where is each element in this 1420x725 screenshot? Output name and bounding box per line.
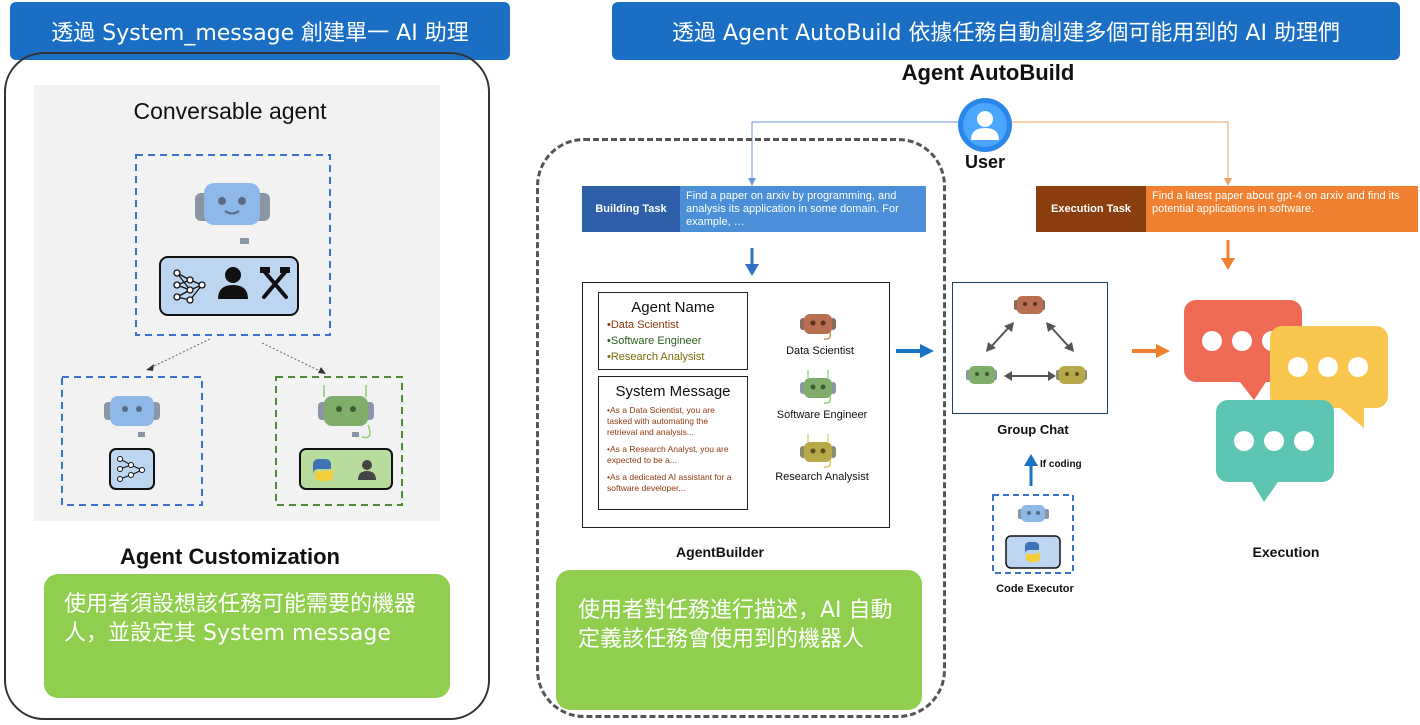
- robot-icon-data-scientist: [800, 314, 836, 340]
- agentbuilder-label: AgentBuilder: [676, 544, 764, 560]
- system-message-title: System Message: [615, 383, 731, 400]
- building-task-label: Building Task: [582, 186, 680, 232]
- system-message-item: •As a dedicated AI assistant for a softw…: [607, 472, 732, 493]
- robot-icon-chat-left: [966, 366, 997, 384]
- system-message-item: •As a Research Analyst, you are expected…: [607, 444, 729, 465]
- chat-bubble-icon: [1216, 400, 1334, 502]
- execution-task-label: Execution Task: [1036, 186, 1146, 232]
- neural-net-icon-small: [117, 456, 145, 482]
- execution-label: Execution: [1252, 544, 1320, 560]
- robot-icon-chat-right: [1056, 366, 1087, 384]
- agent-name-title: Agent Name: [631, 299, 715, 316]
- robot-icon-main: [195, 183, 270, 244]
- agent-name-item: •Data Scientist: [607, 319, 679, 331]
- user-icon: [958, 98, 1012, 152]
- robot-icon-software-engineer: [800, 370, 836, 404]
- python-icon: [313, 459, 333, 481]
- person-icon: [218, 267, 248, 299]
- if-coding-label: If coding: [1040, 459, 1082, 470]
- autobuild-note: 使用者對任務進行描述，AI 自動定義該任務會使用到的機器人: [556, 570, 922, 710]
- left-panel: [4, 52, 490, 720]
- neural-net-icon: [173, 269, 206, 304]
- robot-icon-research-analyst: [800, 434, 836, 468]
- system-message-item: •As a Data Scientist, you are tasked wit…: [607, 405, 715, 437]
- left-banner: 透過 System_message 創建單一 AI 助理: [10, 2, 510, 60]
- autobuild-title: Agent AutoBuild: [901, 60, 1075, 85]
- execution-task-text: Find a latest paper about gpt-4 on arxiv…: [1146, 186, 1418, 232]
- robot-label-data-scientist: Data Scientist: [786, 345, 854, 357]
- tools-icon: [260, 267, 290, 299]
- system-message-box: System Message •As a Data Scientist, you…: [598, 376, 748, 510]
- robot-icon-small-green: [318, 385, 374, 439]
- user-label: User: [964, 152, 1006, 172]
- agent-name-item: •Research Analysist: [607, 351, 705, 363]
- robot-icon-chat-top: [1014, 296, 1045, 314]
- agent-customization-title: Agent Customization: [120, 544, 340, 569]
- right-banner: 透過 Agent AutoBuild 依據任務自動創建多個可能用到的 AI 助理…: [612, 2, 1400, 60]
- left-note: 使用者須設想該任務可能需要的機器人，並設定其 System message: [44, 574, 450, 698]
- chat-bubble-icon: [1270, 326, 1388, 428]
- building-task-text: Find a paper on arxiv by programming, an…: [680, 186, 926, 232]
- robot-icon-executor: [1018, 505, 1049, 522]
- person-icon-small: [358, 460, 376, 480]
- python-icon-executor: [1025, 542, 1040, 562]
- agent-name-item: •Software Engineer: [607, 335, 702, 347]
- execution-chat-bubbles: [1184, 300, 1388, 502]
- group-chat-label: Group Chat: [997, 422, 1069, 437]
- code-executor-diagram: [992, 494, 1074, 574]
- agent-name-box: Agent Name •Data Scientist •Software Eng…: [598, 292, 748, 370]
- robot-label-research-analyst: Research Analysist: [775, 471, 869, 483]
- conversable-title: Conversable agent: [133, 98, 327, 124]
- robot-label-software-engineer: Software Engineer: [776, 409, 868, 421]
- conversable-diagram: [61, 154, 403, 506]
- autobuilder-panel: [536, 138, 946, 718]
- robot-icon-small-blue: [104, 396, 160, 437]
- code-executor-label: Code Executor: [996, 583, 1074, 595]
- group-chat-diagram: [966, 296, 1087, 384]
